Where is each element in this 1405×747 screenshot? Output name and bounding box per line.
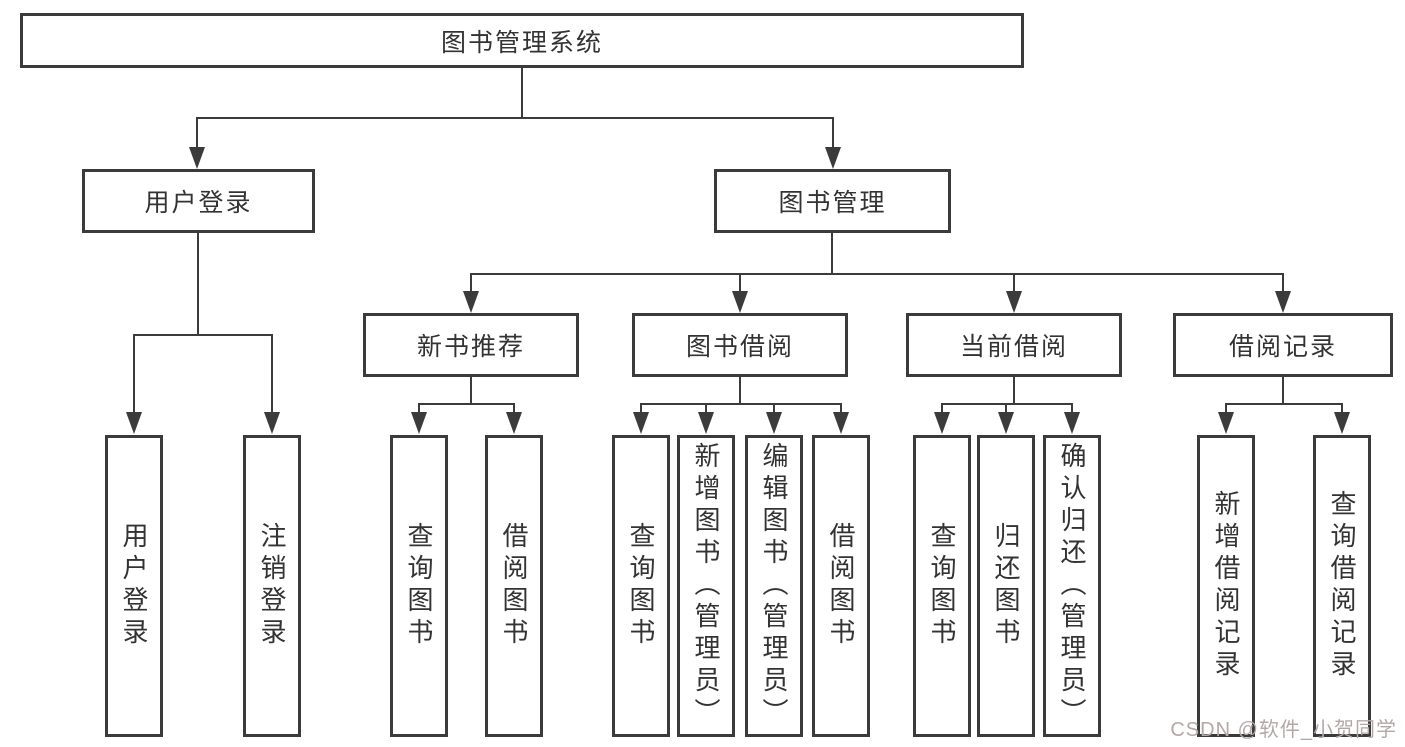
leaf-logout-label: 注销登录 [257,522,287,650]
connector-drop [832,117,834,149]
leaf-query-books-current-label: 查询图书 [927,522,957,650]
leaf-return-books-label: 归还图书 [991,522,1021,650]
arrowhead-down-icon [1218,412,1234,434]
connector-drop [705,403,707,414]
connector-bar [1225,403,1343,405]
leaf-return-books: 归还图书 [977,435,1035,737]
leaf-add-borrow-record-label: 新增借阅记录 [1211,490,1241,682]
leaf-borrow-books-label: 借阅图书 [826,522,856,650]
connector-stem [739,377,741,405]
leaf-add-books-admin-label: 新增图书（管理员） [691,442,721,730]
arrowhead-down-icon [1064,412,1080,434]
connector-drop [1005,403,1007,414]
connector-drop [1071,403,1073,414]
node-library-system: 图书管理系统 [20,13,1024,68]
arrowhead-down-icon [1275,291,1291,313]
arrowhead-down-icon [189,147,205,169]
connector-drop [271,334,273,413]
node-book-management-label: 图书管理 [778,189,887,217]
connector-drop [418,403,420,414]
connector-drop [773,403,775,414]
leaf-logout: 注销登录 [243,435,301,737]
node-new-book-recommendation-label: 新书推荐 [416,333,525,361]
connector-book-management-stem [831,233,833,275]
arrowhead-down-icon [825,147,841,169]
connector-bar [941,403,1073,405]
leaf-confirm-return-admin-label: 确认归还（管理员） [1057,442,1087,730]
leaf-query-books-current: 查询图书 [913,435,971,737]
leaf-query-books-recommend-label: 查询图书 [404,522,434,650]
arrowhead-down-icon [698,412,714,434]
arrowhead-down-icon [506,412,522,434]
connector-drop [470,273,472,293]
connector-stem [470,377,472,405]
arrowhead-down-icon [463,291,479,313]
connector-bar [640,403,842,405]
node-book-borrowing-label: 图书借阅 [685,333,794,361]
arrowhead-down-icon [766,412,782,434]
watermark: CSDN @软件_小贺同学 [1170,719,1397,741]
connector-user-login-stem [197,233,199,336]
connector-user-login-bar [133,334,273,336]
node-borrowing-records-label: 借阅记录 [1228,333,1337,361]
connector-root-bar [196,117,834,119]
connector-drop [640,403,642,414]
node-current-borrowing-label: 当前借阅 [959,333,1068,361]
arrowhead-down-icon [1006,291,1022,313]
leaf-edit-books-admin-label: 编辑图书（管理员） [759,442,789,730]
node-library-system-label: 图书管理系统 [440,28,603,57]
arrowhead-down-icon [264,412,280,434]
connector-book-management-bar [470,273,1284,275]
connector-drop [941,403,943,414]
arrowhead-down-icon [1334,412,1350,434]
leaf-query-borrow-record-label: 查询借阅记录 [1327,490,1357,682]
arrowhead-down-icon [126,412,142,434]
node-borrowing-records: 借阅记录 [1173,313,1393,377]
connector-drop [1282,273,1284,293]
connector-stem [1013,377,1015,405]
node-book-borrowing: 图书借阅 [632,313,848,377]
connector-drop [133,334,135,413]
node-user-login-label: 用户登录 [144,189,253,217]
node-new-book-recommendation: 新书推荐 [363,313,579,377]
leaf-query-borrow-record: 查询借阅记录 [1313,435,1371,737]
connector-drop [1341,403,1343,414]
connector-drop [196,117,198,149]
connector-bar [418,403,515,405]
leaf-borrow-books-recommend: 借阅图书 [485,435,543,737]
leaf-query-books-recommend: 查询图书 [390,435,448,737]
connector-drop [1013,273,1015,293]
node-current-borrowing: 当前借阅 [906,313,1122,377]
arrowhead-down-icon [833,412,849,434]
arrowhead-down-icon [934,412,950,434]
connector-drop [1225,403,1227,414]
node-user-login: 用户登录 [82,169,315,233]
leaf-add-books-admin: 新增图书（管理员） [677,435,735,737]
leaf-borrow-books-recommend-label: 借阅图书 [499,522,529,650]
leaf-user-login: 用户登录 [105,435,163,737]
node-book-management: 图书管理 [714,169,951,233]
connector-root-stem [521,68,523,118]
leaf-query-books-borrowing-label: 查询图书 [626,522,656,650]
leaf-confirm-return-admin: 确认归还（管理员） [1043,435,1101,737]
leaf-user-login-label: 用户登录 [119,522,149,650]
arrowhead-down-icon [633,412,649,434]
arrowhead-down-icon [411,412,427,434]
connector-stem [1282,377,1284,405]
connector-drop [513,403,515,414]
leaf-edit-books-admin: 编辑图书（管理员） [745,435,803,737]
leaf-query-books-borrowing: 查询图书 [612,435,670,737]
connector-drop [739,273,741,293]
connector-drop [840,403,842,414]
arrowhead-down-icon [732,291,748,313]
arrowhead-down-icon [998,412,1014,434]
leaf-add-borrow-record: 新增借阅记录 [1197,435,1255,737]
leaf-borrow-books: 借阅图书 [812,435,870,737]
